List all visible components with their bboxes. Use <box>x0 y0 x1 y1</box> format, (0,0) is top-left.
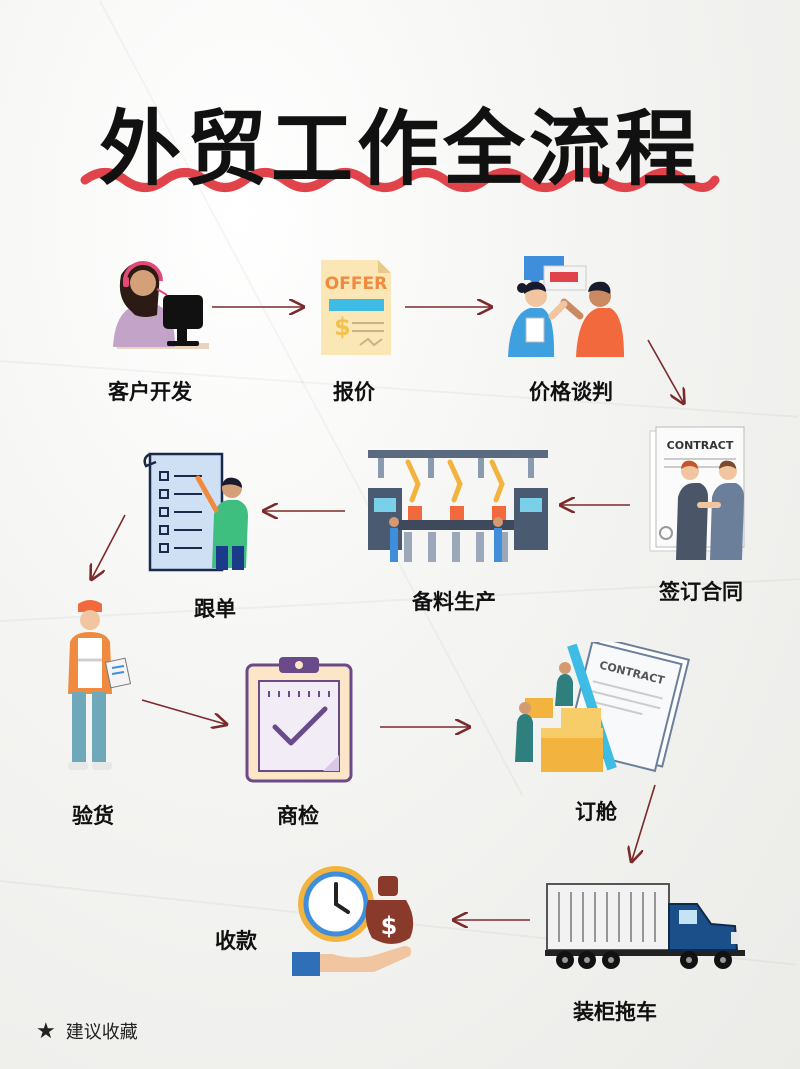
offer-document-icon: OFFER $ <box>321 260 391 355</box>
contract-text: CONTRACT <box>667 439 734 452</box>
step-label-container-trucking: 装柜拖车 <box>573 1000 657 1024</box>
footer-bookmark-hint: ★ 建议收藏 <box>36 1018 138 1044</box>
step-label-commodity-inspection: 商检 <box>277 804 319 828</box>
step-label-sign-contract: 签订合同 <box>659 580 743 604</box>
arrow-9-10 <box>632 784 656 860</box>
payment-collection-icon: $ <box>292 866 414 976</box>
order-follow-up-checklist-icon <box>143 452 248 572</box>
step-label-customer-development: 客户开发 <box>108 380 192 404</box>
step-label-order-follow-up: 跟单 <box>194 597 236 621</box>
step-label-inspection: 验货 <box>72 804 114 828</box>
price-negotiation-icon <box>508 256 624 357</box>
offer-text: OFFER <box>325 274 387 294</box>
book-shipping-contract-icon: CONTRACT <box>515 642 691 773</box>
production-line-icon <box>368 450 548 562</box>
inspector-worker-icon <box>68 600 131 770</box>
commodity-inspection-clipboard-icon <box>245 657 353 783</box>
arrow-3-4 <box>647 339 683 402</box>
step-label-material-production: 备料生产 <box>412 590 496 614</box>
dollar-sign: $ <box>334 313 351 341</box>
money-bag-dollar: $ <box>381 912 398 940</box>
footer-text: 建议收藏 <box>65 1022 138 1043</box>
sign-contract-icon: CONTRACT <box>649 426 745 560</box>
title-underline-squiggle <box>80 168 720 192</box>
arrow-7-8 <box>141 699 225 724</box>
step-label-collect-payment: 收款 <box>215 929 257 953</box>
step-label-price-negotiation: 价格谈判 <box>529 380 613 404</box>
step-label-quotation: 报价 <box>333 380 375 404</box>
star-icon: ★ <box>36 1019 56 1044</box>
arrow-6-7 <box>92 514 126 578</box>
customer-service-agent-icon <box>113 261 209 349</box>
step-label-book-shipping: 订舱 <box>575 800 617 824</box>
page-title: 外贸工作全流程 <box>98 102 701 197</box>
container-truck-icon <box>545 883 745 969</box>
